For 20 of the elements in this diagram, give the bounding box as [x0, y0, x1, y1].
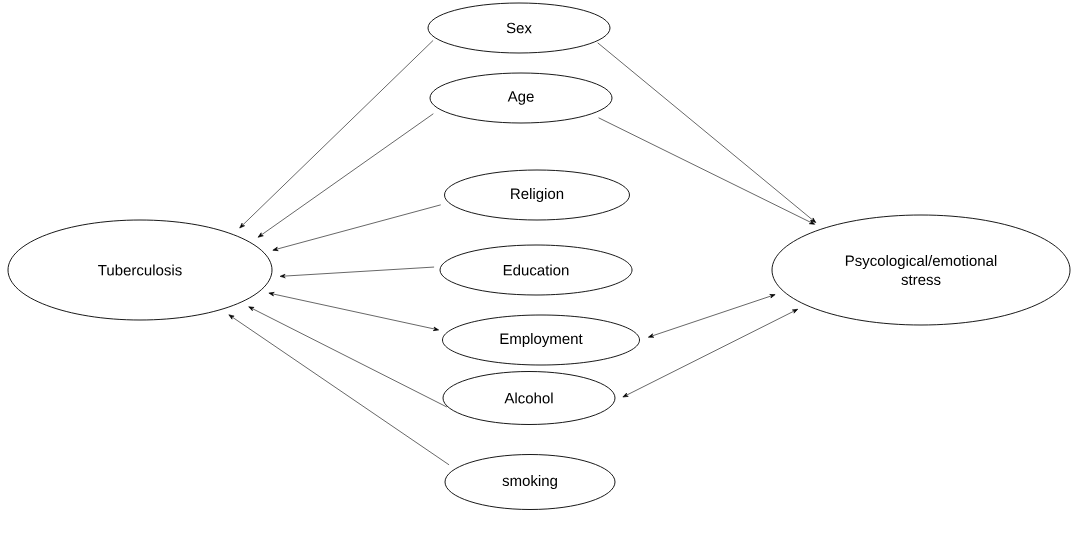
ellipse-node: Tuberculosis — [7, 219, 273, 321]
arrow — [228, 314, 450, 466]
ellipse-node: Religion — [444, 169, 630, 221]
arrow — [279, 266, 435, 279]
arrow — [648, 294, 776, 338]
ellipse-node: Education — [439, 244, 633, 296]
arrow — [239, 40, 434, 229]
arrow — [597, 42, 817, 223]
ellipse-node: Psycological/emotional stress — [771, 214, 1071, 326]
ellipse-node: Age — [429, 72, 613, 124]
arrow — [272, 204, 442, 251]
ellipse-node: Employment — [442, 314, 640, 366]
ellipse-node: Alcohol — [442, 371, 616, 425]
arrow — [268, 292, 439, 331]
arrow — [622, 308, 799, 398]
ellipse-node: Sex — [427, 2, 611, 54]
arrow — [598, 117, 815, 225]
ellipse-node: smoking — [444, 454, 616, 510]
arrow — [257, 113, 434, 238]
arrow — [248, 306, 448, 408]
